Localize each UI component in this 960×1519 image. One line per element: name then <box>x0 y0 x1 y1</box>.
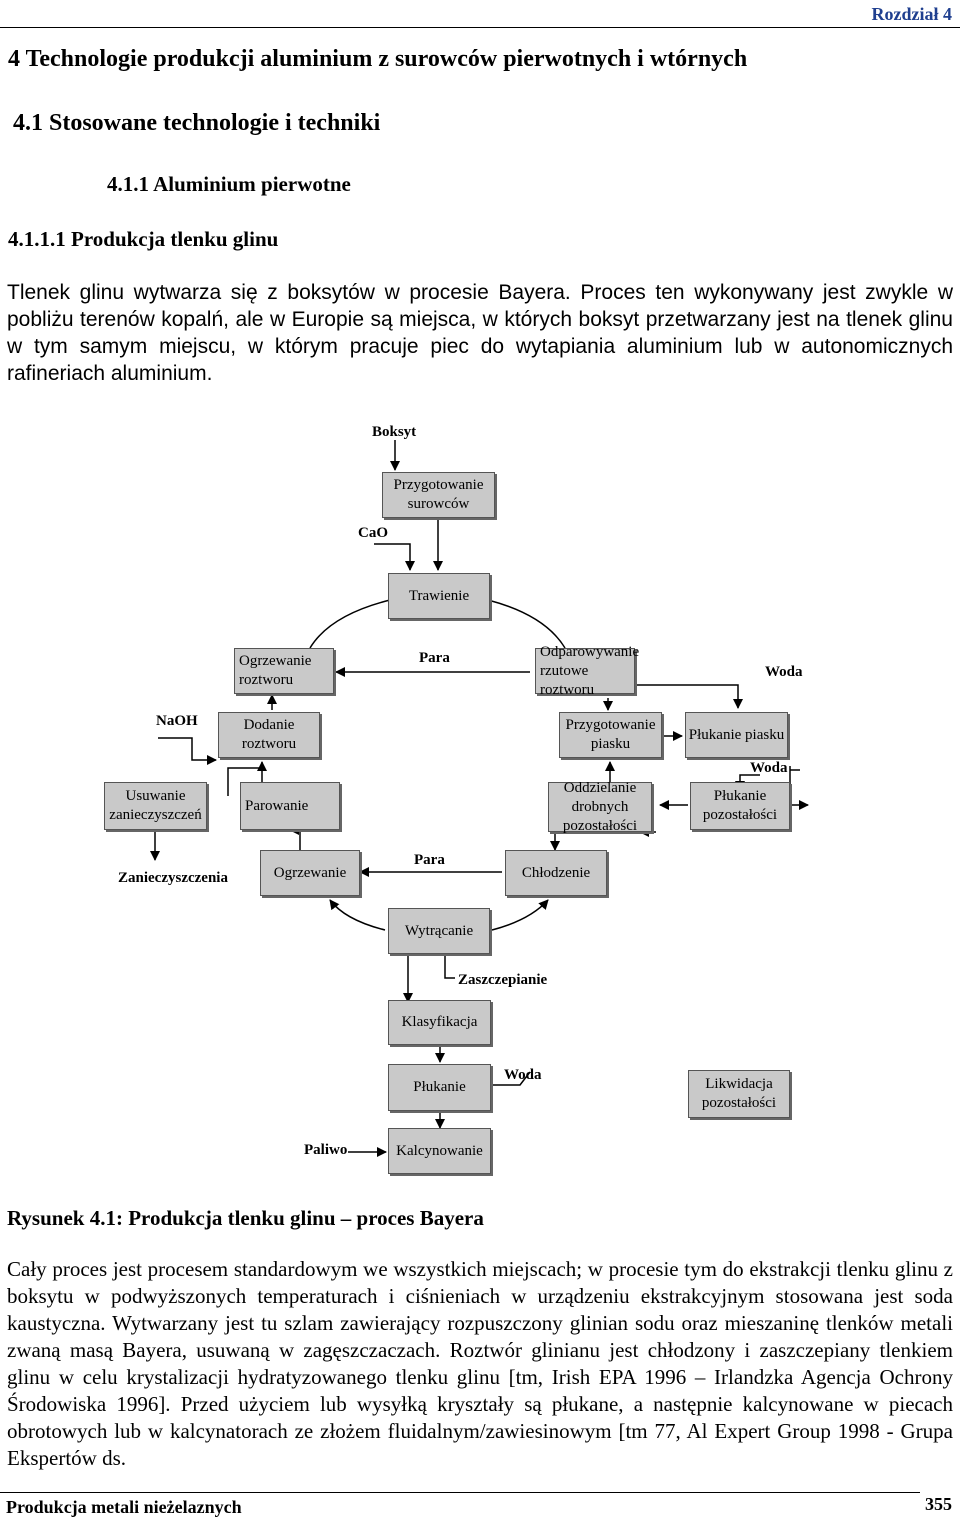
chapter-label: Rozdział 4 <box>871 4 953 24</box>
oddzielanie-box: Oddzielanie drobnych pozostałości <box>548 780 652 834</box>
body-paragraph: Cały proces jest procesem standardowym w… <box>7 1257 953 1470</box>
trawienie-box: Trawienie <box>388 573 490 619</box>
naoh-label: NaOH <box>156 713 198 729</box>
figure-caption: Rysunek 4.1: Produkcja tlenku glinu – pr… <box>7 1206 484 1230</box>
chlodzenie-box: Chłodzenie <box>505 850 607 896</box>
boksyt-label: Boksyt <box>372 424 417 440</box>
przygotowanie-piasku-box: Przygotowanie piasku <box>559 712 662 758</box>
heading-2: 4.1 Stosowane technologie i techniki <box>13 110 381 136</box>
bayer-process-diagram: Boksyt Przygotowanie surowców CaO Trawie… <box>0 410 960 1200</box>
cao-label: CaO <box>358 525 388 541</box>
page-number: 355 <box>925 1494 952 1514</box>
zanieczyszczenia-label: Zanieczyszczenia <box>118 870 228 886</box>
kalcynowanie-box: Kalcynowanie <box>388 1128 491 1174</box>
klasyfikacja-box: Klasyfikacja <box>388 1000 491 1045</box>
heading-3: 4.1.1 Aluminium pierwotne <box>107 172 351 196</box>
usuwanie-zanieczyszczen-box: Usuwanie zanieczyszczeń <box>104 782 207 830</box>
heading-4: 4.1.1.1 Produkcja tlenku glinu <box>8 227 279 251</box>
plukanie-pozostalosci-box: Płukanie pozostałości <box>690 782 790 830</box>
diagram-connectors <box>150 440 809 1157</box>
footer-rule <box>0 1492 920 1493</box>
plukanie-box: Płukanie <box>388 1064 491 1111</box>
para-label-bottom: Para <box>414 852 445 868</box>
parowanie-box: Parowanie <box>240 782 340 830</box>
woda-label-3: Woda <box>504 1067 542 1083</box>
heading-1: 4 Technologie produkcji aluminium z suro… <box>8 46 748 72</box>
woda-label-1: Woda <box>765 664 803 680</box>
intro-paragraph: Tlenek glinu wytwarza się z boksytów w p… <box>7 281 953 385</box>
wytracanie-box: Wytrącanie <box>388 908 490 954</box>
woda-label-2: Woda <box>750 760 788 776</box>
plukanie-piasku-box: Płukanie piasku <box>685 712 788 758</box>
likwidacja-box: Likwidacja pozostałości <box>688 1070 790 1118</box>
przygotowanie-surowcow-box: Przygotowanie surowców <box>382 472 495 518</box>
paliwo-label: Paliwo <box>304 1142 348 1158</box>
ogrzewanie-roztworu-box: Ogrzewanie roztworu <box>234 648 334 694</box>
header-rule <box>0 27 960 28</box>
para-label-top: Para <box>419 650 450 666</box>
odparowywanie-box: Odparowywanie rzutowe roztworu <box>535 644 639 698</box>
footer-title: Produkcja metali nieżelaznych <box>6 1497 242 1517</box>
dodanie-roztworu-box: Dodanie roztworu <box>218 712 320 758</box>
zaszczepianie-label: Zaszczepianie <box>458 972 548 988</box>
ogrzewanie-box: Ogrzewanie <box>260 850 360 896</box>
